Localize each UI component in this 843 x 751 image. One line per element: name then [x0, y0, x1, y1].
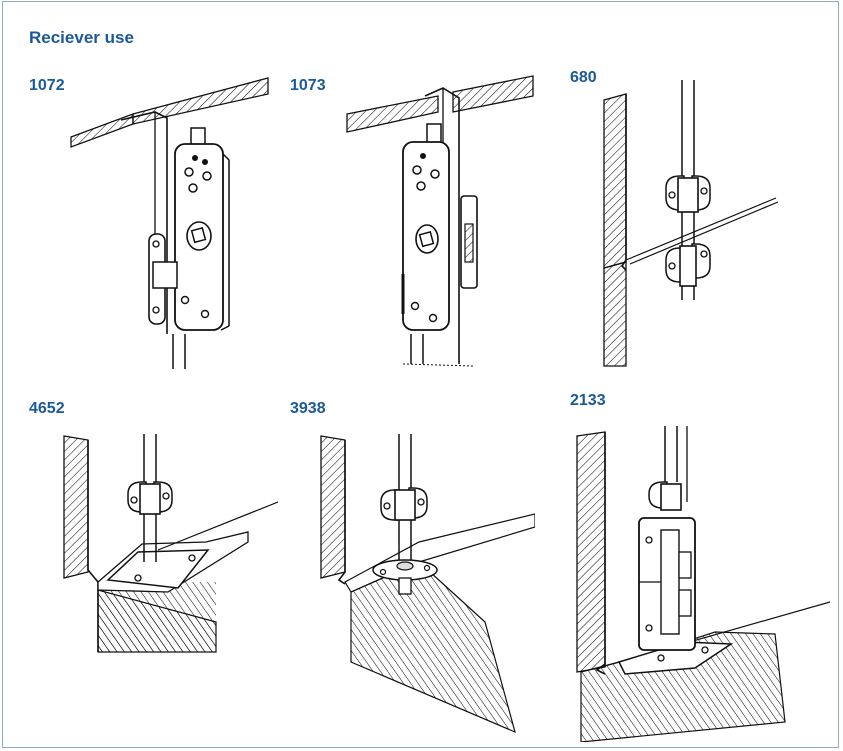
espagnolette-lock-with-side-receiver-icon [63, 74, 278, 369]
item-label-1073: 1073 [290, 77, 326, 94]
rod-guide-round-receiver-icon [315, 432, 535, 737]
bottom-bolt-receiver-icon [575, 422, 830, 742]
item-label-3938: 3938 [290, 400, 326, 417]
page-title: Reciever use [29, 28, 134, 47]
espagnolette-lock-with-recessed-receiver-icon [343, 74, 543, 369]
rod-guide-with-two-brackets-icon [596, 70, 781, 370]
item-label-1072: 1072 [29, 77, 65, 94]
item-label-4652: 4652 [29, 400, 65, 417]
item-label-2133: 2133 [570, 392, 606, 409]
item-label-680: 680 [570, 69, 597, 86]
rod-guide-plate-receiver-icon [58, 432, 278, 737]
